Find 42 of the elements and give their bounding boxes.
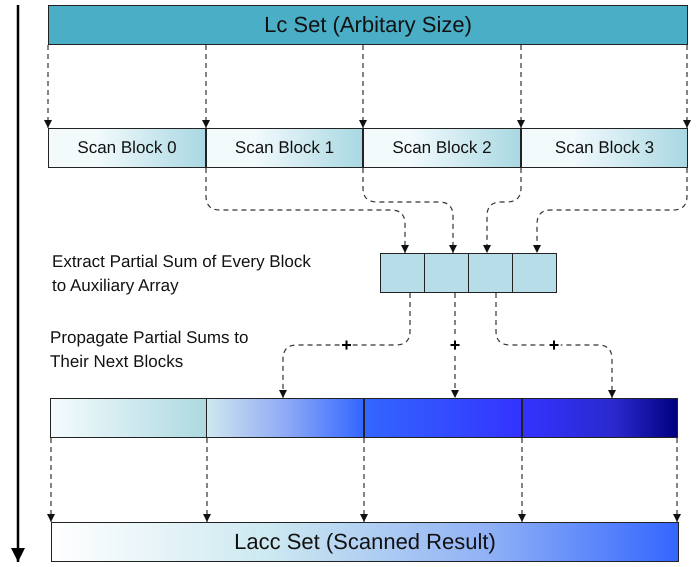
node-label: Scan Block 1 bbox=[234, 138, 334, 158]
arrow bbox=[205, 168, 409, 253]
node-label: Lc Set (Arbitary Size) bbox=[264, 12, 472, 38]
edge-label: + bbox=[448, 338, 462, 352]
arrow bbox=[47, 438, 55, 522]
arrow bbox=[451, 293, 459, 398]
array-cell bbox=[206, 398, 364, 438]
scan-block bbox=[521, 128, 688, 168]
scan-block bbox=[363, 128, 521, 168]
set-bar bbox=[51, 522, 679, 562]
array-cell bbox=[50, 398, 207, 438]
node-label: Scan Block 0 bbox=[77, 138, 177, 158]
arrow bbox=[533, 168, 688, 253]
arrow bbox=[44, 45, 52, 128]
arrow bbox=[279, 293, 411, 398]
set-bar bbox=[48, 5, 688, 45]
arrow bbox=[495, 293, 616, 398]
arrow bbox=[683, 45, 691, 128]
arrow bbox=[202, 45, 210, 128]
array-cell bbox=[522, 398, 678, 438]
node-label: Lacc Set (Scanned Result) bbox=[234, 529, 496, 555]
array-cell bbox=[512, 253, 557, 293]
edge-label: + bbox=[340, 338, 353, 352]
edge-label: + bbox=[548, 338, 560, 352]
arrow bbox=[360, 438, 368, 522]
node-label: Scan Block 3 bbox=[554, 138, 654, 158]
node-label: Scan Block 2 bbox=[392, 138, 492, 158]
scan-block bbox=[48, 128, 206, 168]
arrow bbox=[673, 438, 681, 522]
array-cell bbox=[380, 253, 425, 293]
arrow bbox=[362, 168, 457, 253]
note-text: Propagate Partial Sums to Their Next Blocks bbox=[50, 327, 250, 373]
arrow bbox=[483, 168, 522, 253]
arrow bbox=[517, 45, 525, 128]
arrow bbox=[359, 45, 367, 128]
scan-block bbox=[206, 128, 363, 168]
array-cell bbox=[424, 253, 469, 293]
array-cell bbox=[468, 253, 513, 293]
arrow bbox=[518, 438, 526, 522]
arrow bbox=[203, 438, 211, 522]
array-cell bbox=[364, 398, 522, 438]
note-text: Extract Partial Sum of Every Block to Auxiliary Array bbox=[52, 251, 312, 297]
